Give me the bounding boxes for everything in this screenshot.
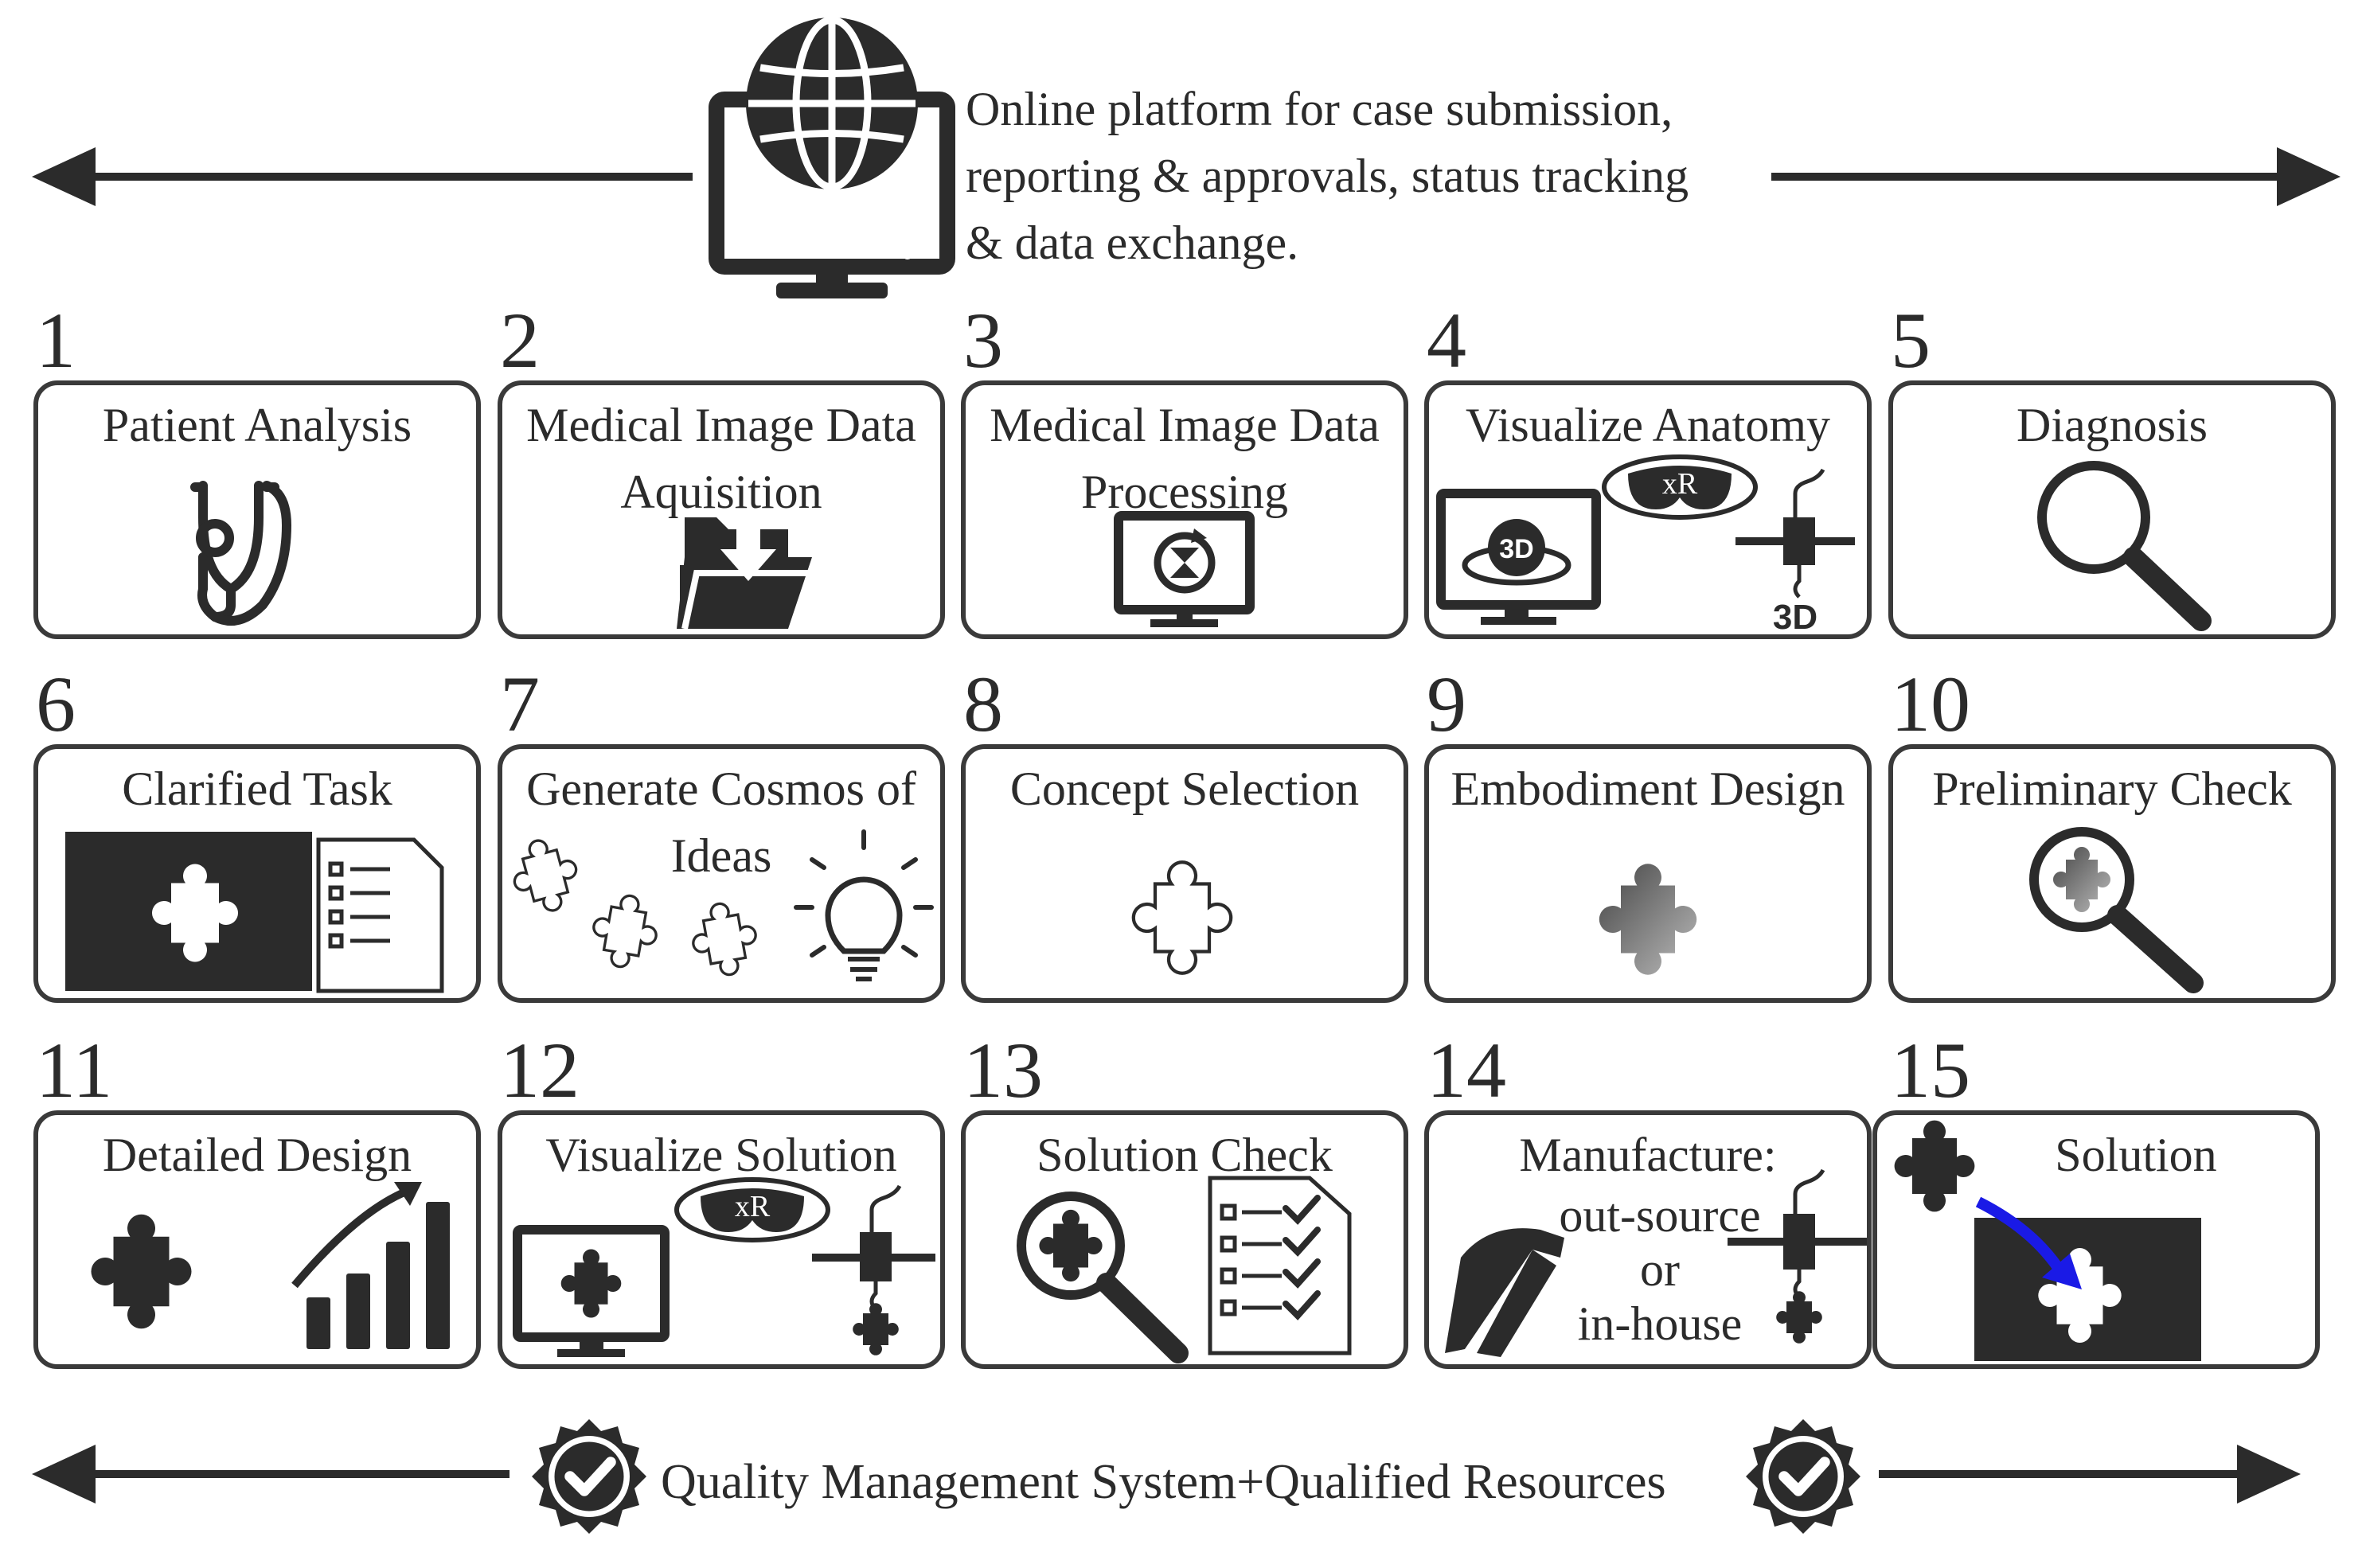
step-title: Preliminary Check — [1932, 763, 2292, 815]
computer-monitor-globe-icon — [709, 16, 955, 298]
step-title: Clarified Task — [122, 763, 392, 815]
step-title: Patient Analysis — [102, 399, 412, 451]
step-box-image-acquisition: Medical Image Data Aquisition — [498, 380, 945, 639]
step-box-image-processing: Medical Image Data Processing — [961, 380, 1408, 639]
platform-description: Online platform for case submission, rep… — [966, 76, 1770, 276]
top-left-arrow — [32, 147, 693, 206]
step-box-clarified-task: Clarified Task — [33, 744, 481, 1003]
step-title: Visualize Solution — [545, 1129, 897, 1181]
manufacture-option: in-house — [1577, 1297, 1743, 1350]
manufacture-option: or — [1640, 1243, 1680, 1296]
step-number: 1 — [36, 296, 76, 384]
step-title: Generate Cosmos of Ideas — [526, 763, 916, 882]
step-number: 10 — [1891, 660, 1970, 748]
step-title: Concept Selection — [1009, 763, 1360, 815]
top-right-arrow — [1771, 147, 2341, 206]
platform-line: Online platform for case submission, — [966, 83, 1673, 135]
step-box-diagnosis: Diagnosis — [1888, 380, 2336, 639]
step-number: 12 — [500, 1026, 580, 1114]
step-number: 4 — [1427, 296, 1466, 384]
step-box-manufacture: Manufacture: out-source or in-house — [1424, 1110, 1872, 1369]
manufacture-options: out-source or in-house — [1493, 1188, 1827, 1351]
step-box-detailed-design: Detailed Design — [33, 1110, 481, 1369]
quality-check-badge-icon — [1746, 1419, 1860, 1534]
step-title: Diagnosis — [2017, 399, 2208, 451]
step-box-preliminary-check: Preliminary Check — [1888, 744, 2336, 1003]
quality-check-badge-icon — [532, 1419, 646, 1534]
step-box-solution: Solution — [1872, 1110, 2320, 1369]
step-box-embodiment-design: Embodiment Design — [1424, 744, 1872, 1003]
step-number: 5 — [1891, 296, 1931, 384]
step-box-patient-analysis: Patient Analysis — [33, 380, 481, 639]
step-number: 2 — [500, 296, 540, 384]
bottom-right-arrow — [1879, 1445, 2301, 1504]
step-title: Embodiment Design — [1450, 763, 1845, 815]
quality-management-label: Quality Management System+Qualified Reso… — [661, 1455, 1666, 1509]
step-number: 13 — [963, 1026, 1043, 1114]
step-box-concept-selection: Concept Selection — [961, 744, 1408, 1003]
step-number: 8 — [963, 660, 1003, 748]
step-title: Solution Check — [1037, 1129, 1333, 1181]
step-box-visualize-solution: Visualize Solution — [498, 1110, 945, 1369]
step-number: 3 — [963, 296, 1003, 384]
step-box-solution-check: Solution Check — [961, 1110, 1408, 1369]
platform-line: reporting & approvals, status tracking — [966, 150, 1689, 202]
step-number: 14 — [1427, 1026, 1506, 1114]
step-number: 11 — [36, 1026, 113, 1114]
step-box-visualize-anatomy: Visualize Anatomy — [1424, 380, 1872, 639]
manufacture-option: out-source — [1559, 1189, 1761, 1242]
step-number: 7 — [500, 660, 540, 748]
platform-line: & data exchange. — [966, 216, 1299, 269]
step-title: Solution — [2055, 1129, 2217, 1181]
step-number: 6 — [36, 660, 76, 748]
step-title: Manufacture: — [1519, 1129, 1777, 1181]
step-box-generate-ideas: Generate Cosmos of Ideas — [498, 744, 945, 1003]
step-number: 9 — [1427, 660, 1466, 748]
step-title: Visualize Anatomy — [1466, 399, 1830, 451]
bottom-left-arrow — [32, 1445, 510, 1504]
step-title: Medical Image Data Processing — [990, 399, 1380, 518]
step-number: 15 — [1891, 1026, 1970, 1114]
step-title: Detailed Design — [102, 1129, 412, 1181]
step-title: Medical Image Data Aquisition — [526, 399, 916, 518]
